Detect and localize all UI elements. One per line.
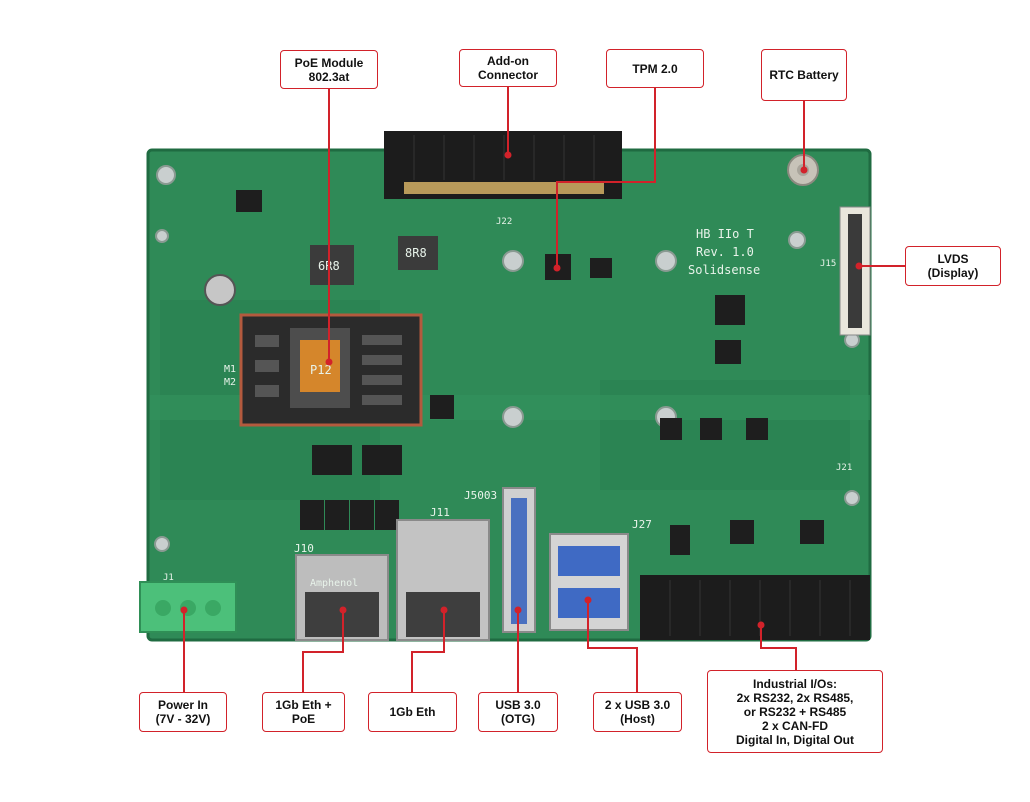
mounting-hole <box>502 406 524 428</box>
addon-connector-ribs <box>413 135 595 180</box>
mounting-hole <box>155 229 169 243</box>
callout-lvds: LVDS (Display) <box>905 246 1001 286</box>
silk-m1: M1 <box>224 364 236 375</box>
callout-industrial-line2: 2x RS232, 2x RS485, <box>736 690 854 705</box>
poe-module-parts <box>255 335 402 405</box>
callout-lvds-line1: LVDS <box>937 252 969 266</box>
callout-eth-poe-line1: 1Gb Eth + <box>275 698 332 712</box>
addon-connector-pins <box>404 182 604 194</box>
callout-poe-module: PoE Module 802.3at <box>280 50 378 89</box>
silk-m2: M2 <box>224 377 236 388</box>
callout-power-in: Power In (7V - 32V) <box>139 692 227 732</box>
mounting-hole <box>502 250 524 272</box>
callout-power-line2: (7V - 32V) <box>155 712 211 726</box>
callout-usb-host-line1: 2 x USB 3.0 <box>604 698 671 712</box>
callout-usb-host-line2: (Host) <box>620 712 655 726</box>
silk-j5003: J5003 <box>464 489 497 502</box>
callout-eth-poe-line2: PoE <box>291 712 316 726</box>
silk-j15: J15 <box>820 259 836 269</box>
callout-eth: 1Gb Eth <box>368 692 457 732</box>
inductor-6r8 <box>310 245 354 285</box>
leader-tpm <box>556 88 656 268</box>
callout-poe-line2: 802.3at <box>308 69 350 84</box>
mounting-hole <box>156 165 176 185</box>
silk-j27: J27 <box>632 518 652 531</box>
callout-poe-line1: PoE Module <box>294 55 364 70</box>
callout-rtc-battery: RTC Battery <box>761 49 847 101</box>
callout-eth-line1: 1Gb Eth <box>389 705 436 719</box>
callout-rtc-line1: RTC Battery <box>769 68 839 82</box>
callout-addon-line2: Connector <box>478 68 538 82</box>
callout-usb-otg: USB 3.0 (OTG) <box>478 692 558 732</box>
callout-industrial-line3: or RS232 + RS485 <box>743 704 847 719</box>
mounting-hole <box>788 231 806 249</box>
silk-j10: J10 <box>294 542 314 555</box>
power-terminal-screw <box>155 600 171 616</box>
callout-industrial-line5: Digital In, Digital Out <box>736 732 854 747</box>
callout-tpm: TPM 2.0 <box>606 49 704 88</box>
silk-inductor-b: 8R8 <box>405 246 427 260</box>
inductor-8r8 <box>398 236 438 270</box>
leader-eth-poe <box>302 610 344 692</box>
callout-industrial-io: Industrial I/Os: 2x RS232, 2x RS485, or … <box>707 670 883 753</box>
lvds-slot <box>848 214 862 328</box>
callout-usb-host: 2 x USB 3.0 (Host) <box>593 692 682 732</box>
silk-j11: J11 <box>430 506 450 519</box>
callout-usb-otg-line2: (OTG) <box>501 712 535 726</box>
leader-lines <box>183 87 905 692</box>
poe-transformer-coil <box>300 340 340 392</box>
callout-lvds-line2: (Display) <box>927 266 979 280</box>
silk-j21: J21 <box>836 463 852 473</box>
power-terminal-screw <box>205 600 221 616</box>
callout-usb-otg-line1: USB 3.0 <box>495 698 541 712</box>
usb-otg-tongue <box>511 498 527 624</box>
mounting-hole <box>154 536 170 552</box>
callout-addon-connector: Add-on Connector <box>459 49 557 87</box>
silk-transformer: P12 <box>310 363 332 377</box>
ics <box>236 190 824 555</box>
silk-revision: Rev. 1.0 <box>696 245 754 259</box>
callout-tpm-line1: TPM 2.0 <box>632 61 678 76</box>
silk-brand: Solidsense <box>688 263 760 277</box>
silk-ethernet-brand: Amphenol <box>310 578 358 589</box>
callout-eth-poe: 1Gb Eth + PoE <box>262 692 345 732</box>
mounting-hole <box>844 490 860 506</box>
leader-eth <box>411 610 445 692</box>
silk-j1: J1 <box>163 573 174 583</box>
capacitor <box>204 274 236 306</box>
leader-industrial <box>760 625 797 670</box>
callout-industrial-line4: 2 x CAN-FD <box>761 718 828 733</box>
industrial-io-connector <box>640 575 870 640</box>
silk-board-name: HB IIo T <box>696 227 754 241</box>
callout-addon-line1: Add-on <box>487 54 529 68</box>
mounting-hole <box>655 250 677 272</box>
silk-j22: J22 <box>496 217 512 227</box>
usb-host-port <box>558 546 620 576</box>
callout-power-line1: Power In <box>157 698 208 712</box>
callout-industrial-line1: Industrial I/Os: <box>752 676 837 691</box>
leader-usb-host <box>587 600 638 692</box>
leader-endpoints <box>180 151 863 629</box>
